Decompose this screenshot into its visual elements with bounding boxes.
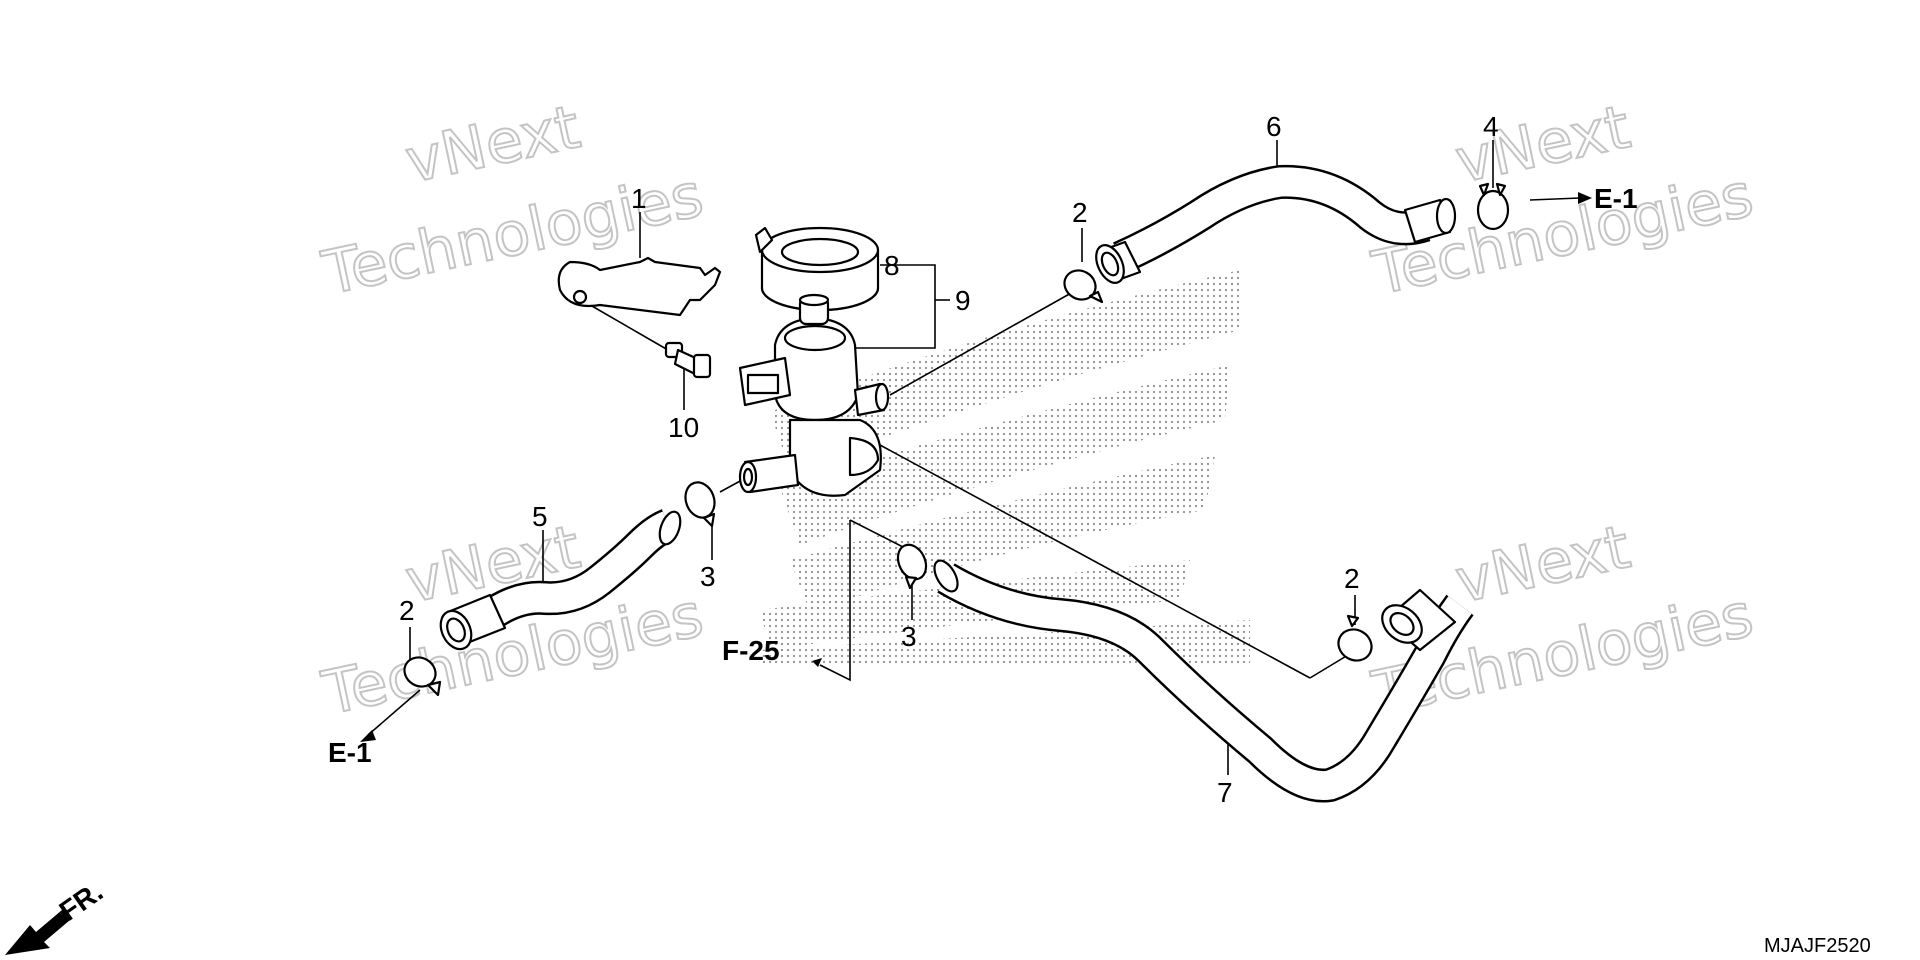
clamp-part-2-right <box>1337 614 1373 662</box>
leader-arrow-icon <box>360 192 1592 742</box>
clamp-part-4 <box>1476 182 1510 231</box>
solenoid-valve-part-9 <box>738 293 890 497</box>
front-direction-arrow-icon: FR. <box>5 876 108 955</box>
clamp-part-3-left <box>684 481 716 528</box>
bracket-part-1 <box>557 256 722 317</box>
callout-9: 9 <box>955 285 971 316</box>
hose-part-6 <box>1095 164 1457 284</box>
callout-10: 10 <box>668 412 699 443</box>
callout-2-upper: 2 <box>1072 197 1088 228</box>
diagram-code: MJAJF2520 <box>1764 935 1871 957</box>
watermark-line1: vNext <box>1450 512 1636 617</box>
callout-4: 4 <box>1483 111 1499 142</box>
watermark-line1: vNext <box>1450 92 1636 197</box>
hose-part-5 <box>439 509 682 651</box>
callout-3-middle: 3 <box>901 621 917 652</box>
callout-2-lower-left: 2 <box>399 595 415 626</box>
callout-3-left: 3 <box>700 561 716 592</box>
reference-e1-right: E-1 <box>1594 183 1638 214</box>
callout-5: 5 <box>532 501 548 532</box>
bolt-part-10 <box>664 341 712 379</box>
reference-e1-left: E-1 <box>328 737 372 768</box>
callout-8: 8 <box>884 250 900 281</box>
watermark-line1: vNext <box>400 92 586 197</box>
rubber-mount-part-8 <box>754 226 880 312</box>
reference-f25: F-25 <box>722 635 780 666</box>
clamp-part-2-lower-left <box>403 656 442 697</box>
clamp-part-2-upper <box>1063 269 1104 304</box>
callout-2-right: 2 <box>1344 563 1360 594</box>
clamp-part-3-middle <box>896 543 928 590</box>
callout-1: 1 <box>631 183 647 214</box>
hose-part-7 <box>933 559 1474 803</box>
callout-7: 7 <box>1217 777 1233 808</box>
watermark-group-top-right: vNext Technologies <box>1365 91 1760 310</box>
callout-6: 6 <box>1266 111 1282 142</box>
